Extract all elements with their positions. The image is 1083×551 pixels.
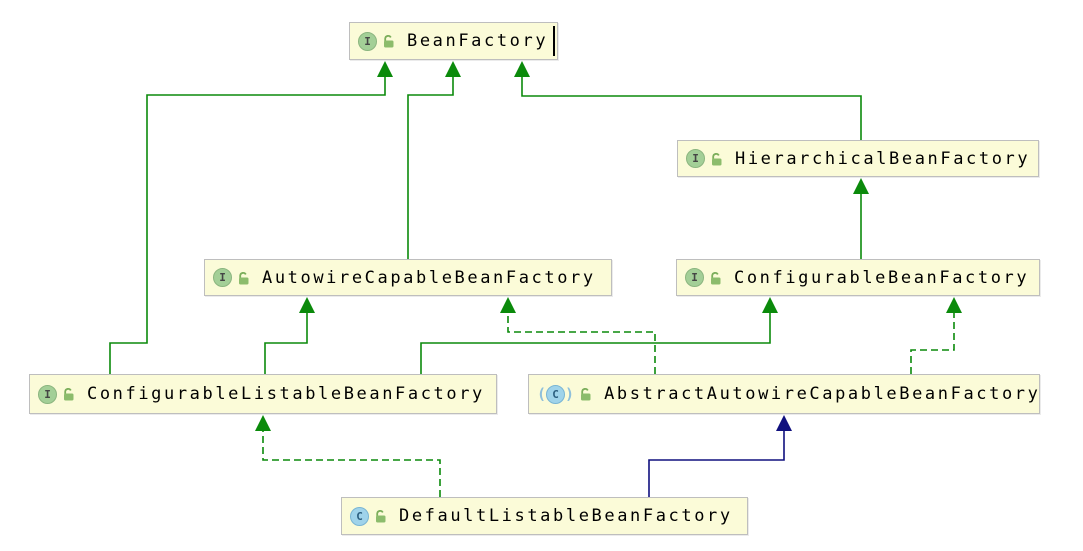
class-name-label: AutowireCapableBeanFactory xyxy=(262,267,596,288)
edge-AbstractAutowireCapableBeanFactory-to-ConfigurableBeanFactory[interactable] xyxy=(910,312,955,374)
class-name-label: DefaultListableBeanFactory xyxy=(399,506,733,526)
arrowhead-AbstractAutowireCapableBeanFactory-to-ConfigurableBeanFactory xyxy=(946,297,962,313)
interface-icon: I xyxy=(686,149,705,168)
abstract-paren-open: ( xyxy=(537,384,547,403)
abstract-paren-close: ) xyxy=(565,384,575,403)
class-name-label: BeanFactory xyxy=(407,31,549,51)
unlocked-icon xyxy=(382,34,395,48)
arrowhead-AbstractAutowireCapableBeanFactory-to-AutowireCapableBeanFactory xyxy=(500,297,516,313)
class-name-label: HierarchicalBeanFactory xyxy=(735,148,1031,169)
class-node-configurablelistablebeanfactory[interactable]: I ConfigurableListableBeanFactory xyxy=(29,374,497,414)
interface-icon: I xyxy=(358,31,377,51)
arrowhead-HierarchicalBeanFactory-to-BeanFactory xyxy=(514,61,530,77)
unlocked-icon xyxy=(374,509,387,523)
class-node-defaultlistablebeanfactory[interactable]: C DefaultListableBeanFactory xyxy=(341,497,748,535)
text-caret xyxy=(553,26,555,56)
class-name-label: ConfigurableListableBeanFactory xyxy=(87,384,485,404)
edge-ConfigurableListableBeanFactory-to-BeanFactory[interactable] xyxy=(109,76,386,374)
class-icon: C xyxy=(350,506,369,526)
edge-DefaultListableBeanFactory-to-ConfigurableListableBeanFactory[interactable] xyxy=(262,430,441,497)
unlocked-icon xyxy=(709,271,722,285)
arrowhead-DefaultListableBeanFactory-to-AbstractAutowireCapableBeanFactory xyxy=(776,415,792,431)
arrowhead-ConfigurableListableBeanFactory-to-AutowireCapableBeanFactory xyxy=(299,297,315,313)
edge-ConfigurableListableBeanFactory-to-ConfigurableBeanFactory[interactable] xyxy=(420,312,771,374)
class-icon: C xyxy=(546,384,566,404)
unlocked-icon xyxy=(710,152,723,166)
arrowhead-DefaultListableBeanFactory-to-ConfigurableListableBeanFactory xyxy=(255,415,271,431)
edge-ConfigurableListableBeanFactory-to-AutowireCapableBeanFactory[interactable] xyxy=(264,312,308,374)
class-node-abstractautowirecapablebeanfactory[interactable]: ( C ) AbstractAutowireCapableBeanFactory xyxy=(528,374,1040,414)
interface-icon: I xyxy=(38,384,57,404)
unlocked-icon xyxy=(579,387,592,401)
class-node-autowirecapablebeanfactory[interactable]: I AutowireCapableBeanFactory xyxy=(204,259,612,296)
edge-AutowireCapableBeanFactory-to-BeanFactory[interactable] xyxy=(407,76,454,259)
edge-AbstractAutowireCapableBeanFactory-to-AutowireCapableBeanFactory[interactable] xyxy=(507,312,656,374)
unlocked-icon xyxy=(237,271,250,285)
class-name-label: AbstractAutowireCapableBeanFactory xyxy=(604,384,1041,404)
class-node-configurablebeanfactory[interactable]: I ConfigurableBeanFactory xyxy=(676,259,1040,296)
arrowhead-ConfigurableListableBeanFactory-to-BeanFactory xyxy=(377,61,393,77)
arrowhead-AutowireCapableBeanFactory-to-BeanFactory xyxy=(445,61,461,77)
interface-icon: I xyxy=(213,268,232,287)
unlocked-icon xyxy=(62,387,75,401)
class-node-hierarchicalbeanfactory[interactable]: I HierarchicalBeanFactory xyxy=(677,140,1039,177)
class-name-label: ConfigurableBeanFactory xyxy=(734,267,1030,288)
interface-icon: I xyxy=(685,268,704,287)
class-node-beanfactory[interactable]: I BeanFactory xyxy=(349,22,558,60)
edge-DefaultListableBeanFactory-to-AbstractAutowireCapableBeanFactory[interactable] xyxy=(648,430,785,497)
arrowhead-ConfigurableListableBeanFactory-to-ConfigurableBeanFactory xyxy=(762,297,778,313)
edge-HierarchicalBeanFactory-to-BeanFactory[interactable] xyxy=(521,76,862,140)
abstract-class-icon: ( C ) xyxy=(537,384,575,404)
arrowhead-ConfigurableBeanFactory-to-HierarchicalBeanFactory xyxy=(853,178,869,194)
